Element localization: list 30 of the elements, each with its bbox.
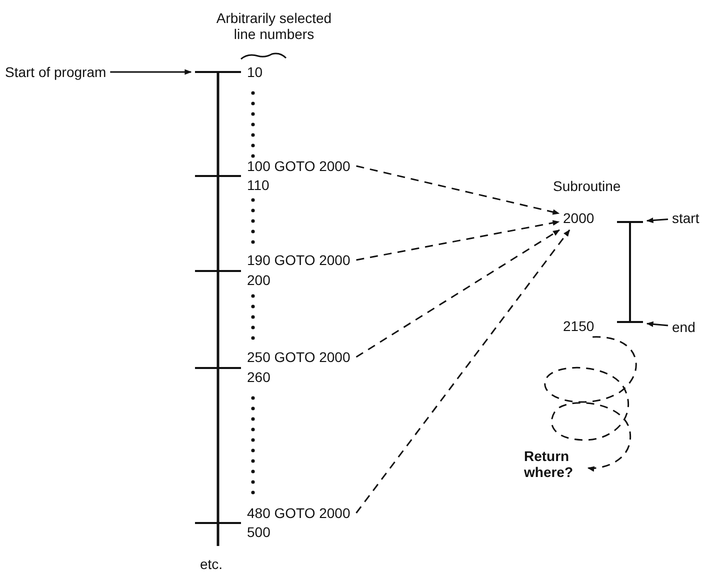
arrow <box>646 218 668 224</box>
line-number-label: 10 <box>247 64 263 80</box>
line-number-label: 2150 <box>563 318 594 334</box>
line-number-label: 2000 <box>563 210 594 226</box>
tick-mark <box>617 321 643 323</box>
line-number-label: 500 <box>247 524 270 540</box>
arrow <box>110 69 192 75</box>
arrow <box>356 229 560 358</box>
note-text: etc. <box>200 556 223 572</box>
tick-mark <box>617 221 643 223</box>
line-number-label: start <box>672 210 700 226</box>
line-number-label: 110 <box>247 177 270 193</box>
arrow <box>356 220 560 261</box>
line-number-label: 480 GOTO 2000 <box>247 505 350 521</box>
line-number-label: end <box>672 319 696 335</box>
line-number-label: 100 GOTO 2000 <box>247 158 350 174</box>
arrow <box>646 321 668 327</box>
heading-text: Subroutine <box>553 178 621 194</box>
line-number-label: 260 <box>247 369 270 385</box>
line-number-label: 250 GOTO 2000 <box>247 349 350 365</box>
tick-mark <box>195 71 241 73</box>
arrow <box>544 336 637 472</box>
line-number-label: Start of program <box>5 64 106 80</box>
arrow <box>356 165 560 215</box>
line-number-label: 200 <box>247 272 270 288</box>
heading-text: Arbitrarily selected line numbers <box>215 10 333 42</box>
line-number-label: Return where? <box>524 448 584 480</box>
line-number-label: 190 GOTO 2000 <box>247 252 350 268</box>
connector-line <box>629 223 631 321</box>
arrow <box>356 229 570 514</box>
